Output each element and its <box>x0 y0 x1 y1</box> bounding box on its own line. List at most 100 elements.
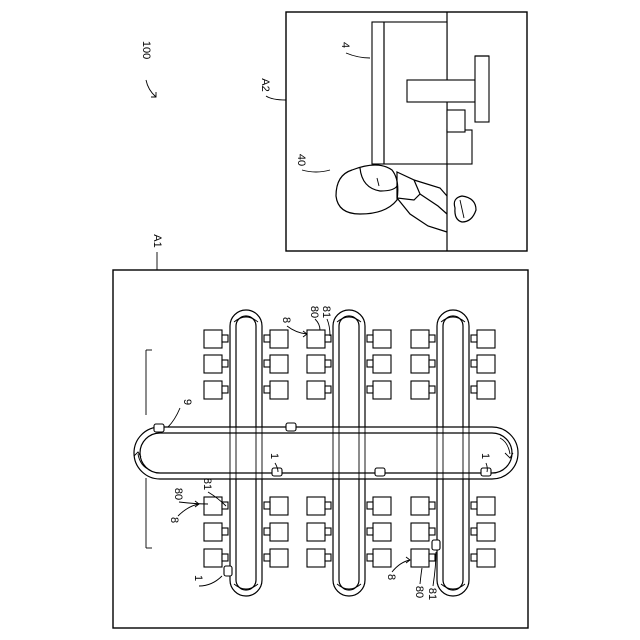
transport-vehicle <box>481 468 491 476</box>
label-desk: 4 <box>339 42 351 48</box>
machine-port <box>264 554 270 561</box>
work-machine <box>411 497 435 515</box>
branch-loop-top-1 <box>230 310 262 427</box>
label-vehicle-right: 1 <box>479 453 491 459</box>
leader-operator <box>302 170 330 172</box>
machine-port <box>325 335 331 342</box>
machine-port <box>429 528 435 535</box>
work-machine <box>264 355 288 373</box>
machine-port <box>222 554 228 561</box>
label-group-bottom: 8 <box>385 574 397 580</box>
work-machine <box>204 381 228 399</box>
work-machine <box>471 523 495 541</box>
machine-port <box>264 335 270 342</box>
transport-vehicle <box>272 468 282 476</box>
machine-port <box>429 502 435 509</box>
work-machine <box>264 497 288 515</box>
work-machine <box>307 355 331 373</box>
label-machine-left: 80 <box>172 488 184 500</box>
label-vehicle-mid: 1 <box>268 453 280 459</box>
work-machine <box>307 330 331 348</box>
work-machine <box>264 523 288 541</box>
work-machine <box>307 549 331 567</box>
work-machine <box>471 497 495 515</box>
machine-port <box>367 386 373 393</box>
branch-loops <box>230 310 469 596</box>
area-a1-frame <box>113 270 528 628</box>
leader-vehicle-path <box>168 408 180 427</box>
work-machine <box>264 549 288 567</box>
machine-port <box>367 360 373 367</box>
leader-system <box>146 80 156 97</box>
machine-port <box>429 554 435 561</box>
work-machine <box>411 381 435 399</box>
machine-port <box>325 554 331 561</box>
branch-loop-top-inner-3 <box>443 316 463 427</box>
work-machine <box>264 381 288 399</box>
leader-desk <box>346 53 370 58</box>
machine-port <box>264 528 270 535</box>
branch-loop-top-inner-1 <box>236 316 256 427</box>
branch-loop-bottom-3 <box>437 479 469 596</box>
label-group-top: 8 <box>280 317 292 323</box>
work-machine <box>264 330 288 348</box>
transport-vehicle <box>432 540 440 550</box>
label-group-left: 8 <box>168 517 180 523</box>
operator-figure <box>336 165 476 232</box>
branch-loop-bottom-1 <box>230 479 262 596</box>
machine-port <box>471 502 477 509</box>
work-machine <box>367 497 391 515</box>
branch-loop-top-2 <box>333 310 365 427</box>
work-machine <box>471 549 495 567</box>
work-machine <box>204 330 228 348</box>
work-machine <box>367 549 391 567</box>
transport-vehicle <box>286 423 296 431</box>
label-vehicle-left: 1 <box>192 575 204 581</box>
work-machine <box>204 355 228 373</box>
transport-vehicle <box>375 468 385 476</box>
machine-port <box>471 554 477 561</box>
label-port-left: 81 <box>201 478 213 490</box>
machine-port <box>367 554 373 561</box>
label-port-bottom: 81 <box>426 588 438 600</box>
machine-port <box>429 335 435 342</box>
label-port-top: 81 <box>320 306 332 318</box>
work-machine <box>367 330 391 348</box>
work-machine <box>411 523 435 541</box>
work-machine <box>204 549 228 567</box>
machine-port <box>264 502 270 509</box>
label-operator: 40 <box>295 154 307 166</box>
leader-area2 <box>266 96 286 100</box>
label-area2: A2 <box>259 78 271 91</box>
branch-loop-bottom-inner-3 <box>443 479 463 590</box>
machine-port <box>471 528 477 535</box>
work-machine <box>307 523 331 541</box>
machine-port <box>222 528 228 535</box>
main-track <box>134 427 518 479</box>
label-area1: A1 <box>151 234 163 247</box>
machine-port <box>367 335 373 342</box>
machine-port <box>471 386 477 393</box>
branch-loop-top-3 <box>437 310 469 427</box>
branch-loop-top-inner-2 <box>339 316 359 427</box>
work-machine <box>411 355 435 373</box>
machine-port <box>222 335 228 342</box>
machine-port <box>325 528 331 535</box>
machine-port <box>325 502 331 509</box>
label-machine-top: 80 <box>308 306 320 318</box>
machine-port <box>367 502 373 509</box>
branch-loop-bottom-inner-1 <box>236 479 256 590</box>
machine-port <box>264 386 270 393</box>
work-machine <box>307 381 331 399</box>
transport-vehicle <box>224 566 232 576</box>
machine-port <box>471 360 477 367</box>
work-machine <box>367 523 391 541</box>
label-system: 100 <box>140 41 152 59</box>
machine-port <box>222 386 228 393</box>
range-bracket-bottom <box>146 478 152 548</box>
work-machine <box>307 497 331 515</box>
work-machine <box>204 497 228 515</box>
transport-vehicle <box>154 424 164 432</box>
machine-port <box>471 335 477 342</box>
machine-port <box>222 360 228 367</box>
